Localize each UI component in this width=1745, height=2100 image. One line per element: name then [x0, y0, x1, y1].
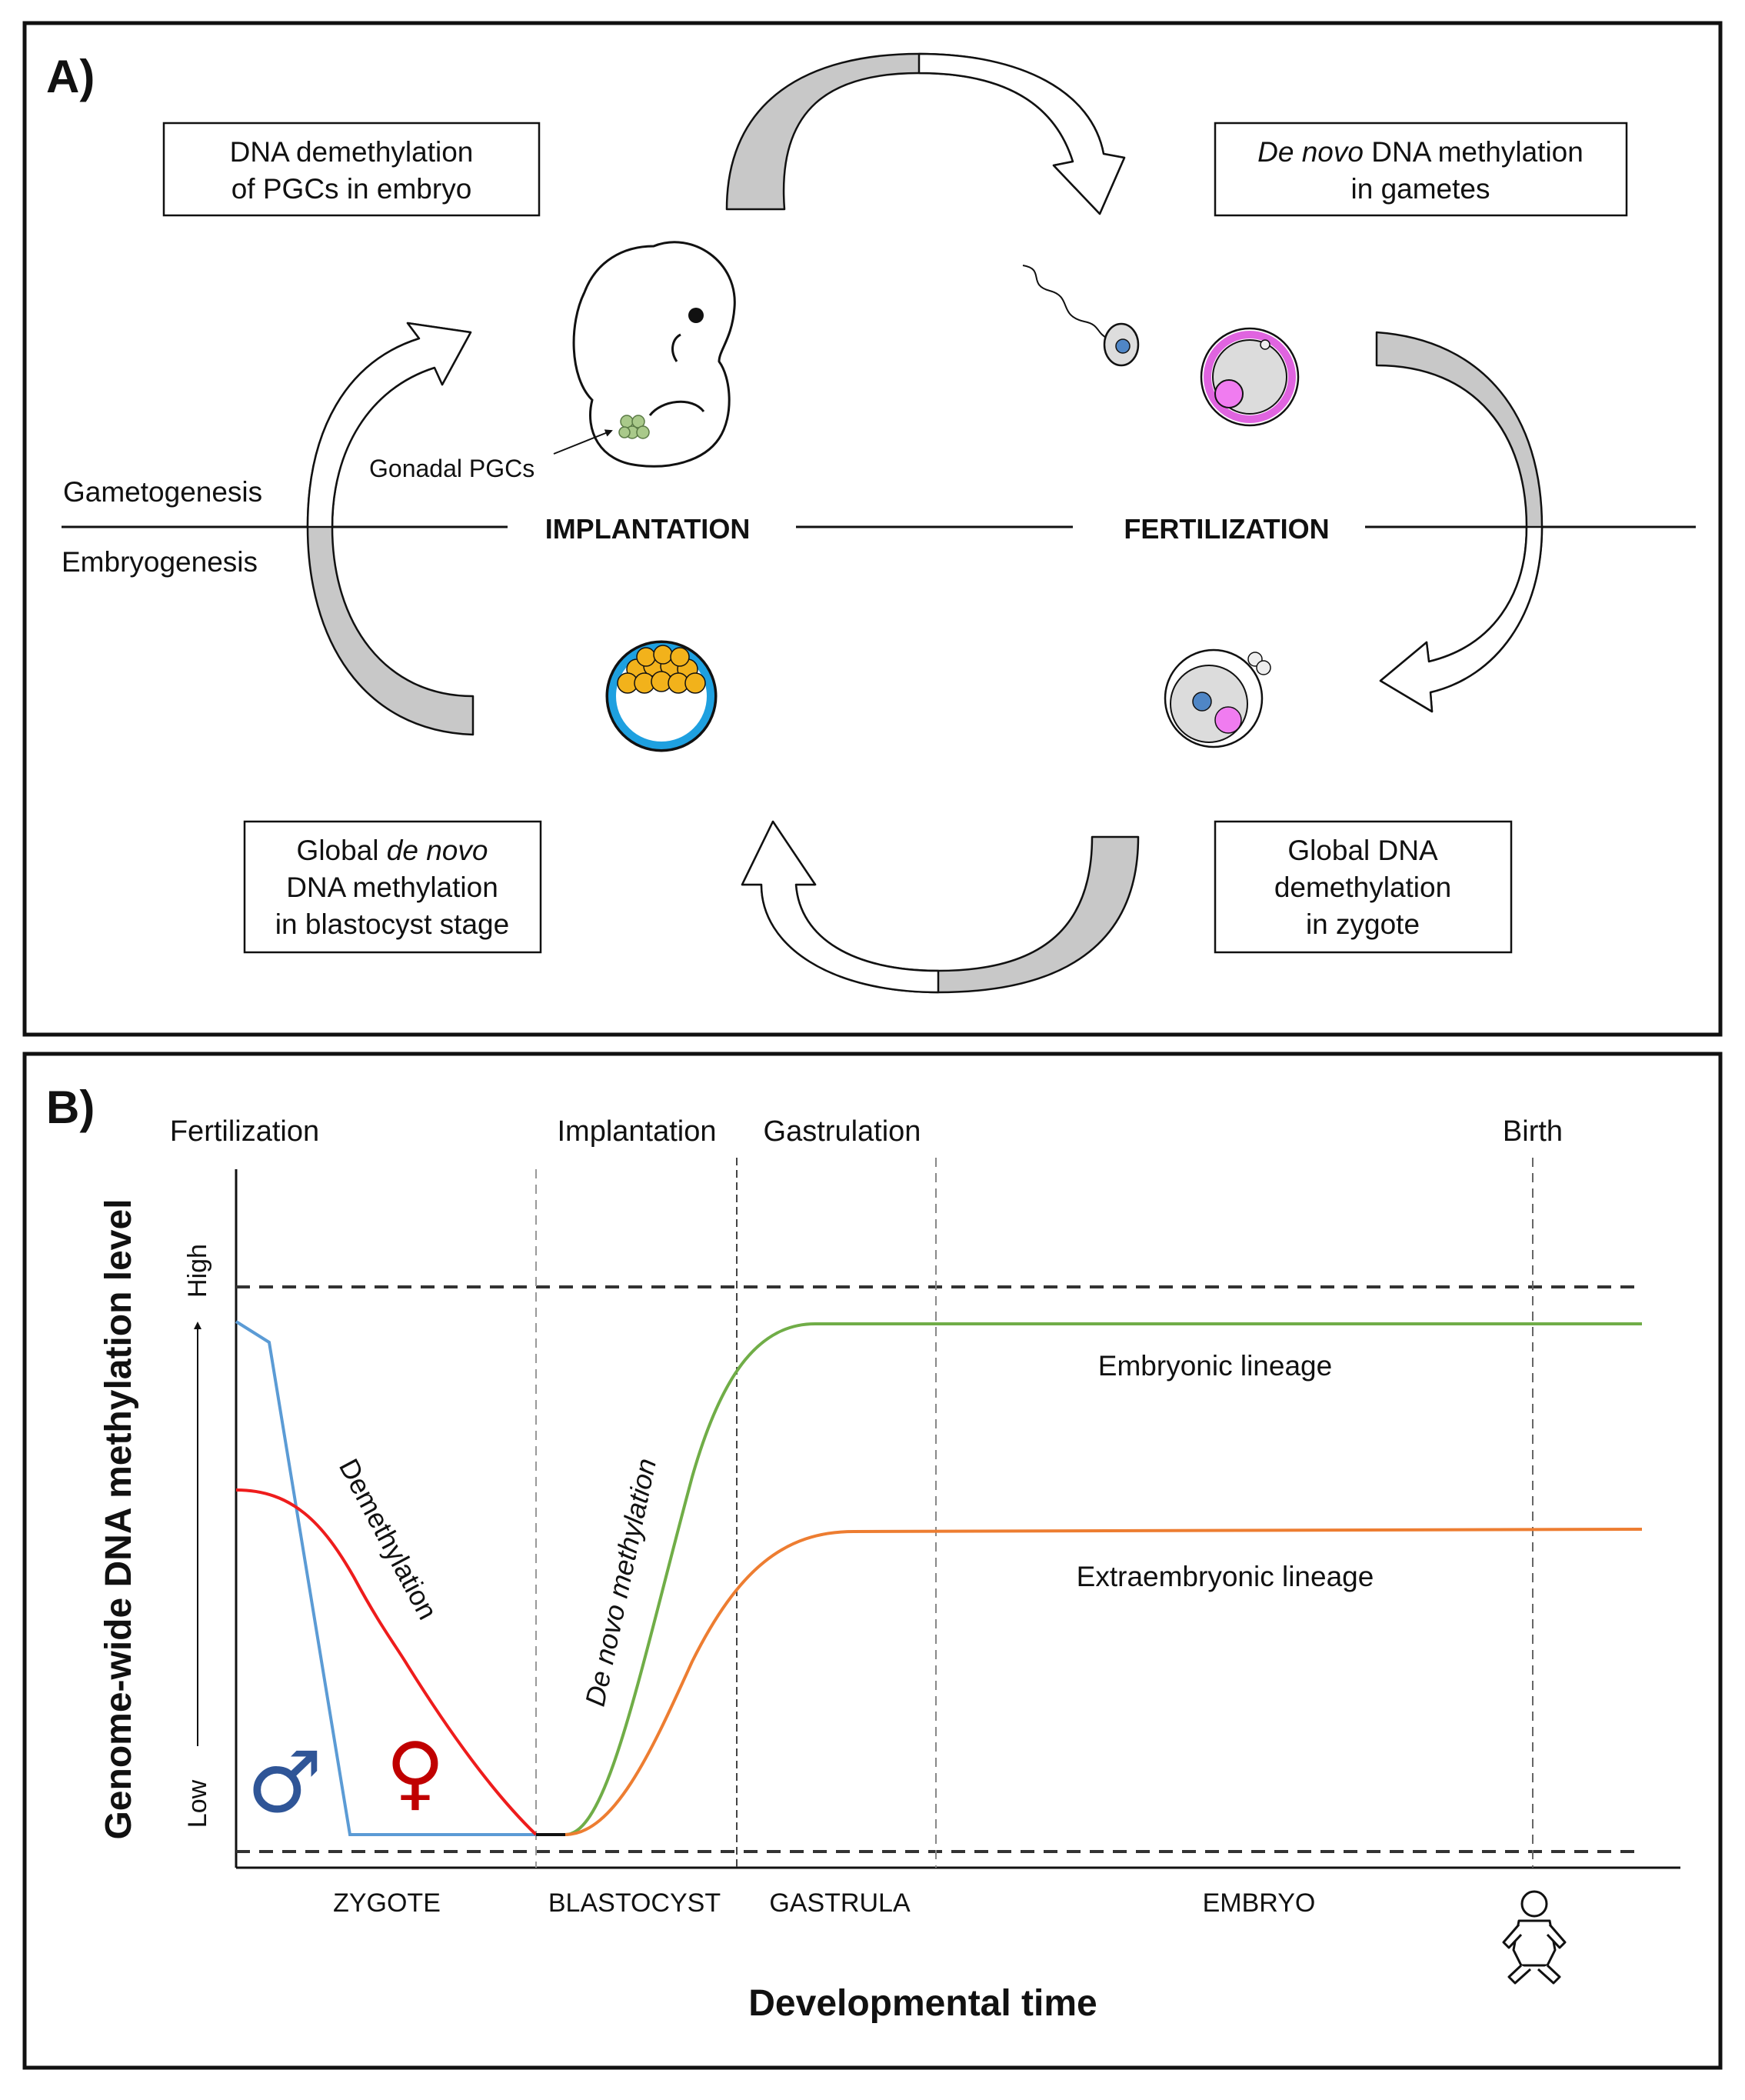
female-symbol: ♀ [386, 1725, 445, 1819]
box-pgc-demethylation-line1: DNA demethylation [230, 136, 474, 168]
gonadal-pgcs-pointer [553, 429, 613, 455]
arrow-left-white [306, 322, 472, 528]
baby-arm-right [1546, 1924, 1567, 1949]
male-demethylation-curve [235, 1320, 536, 1836]
fertilization-label: FERTILIZATION [1124, 513, 1329, 545]
box-gamete-methylation: De novo DNA methylation in gametes [1214, 122, 1628, 217]
box-gamete-methylation-line1: De novo DNA methylation [1257, 136, 1583, 168]
stage-gastrula: GASTRULA [769, 1888, 911, 1918]
event-gastrulation: Gastrulation [764, 1115, 921, 1148]
panel-b-frame [22, 1052, 1723, 2070]
zygote-icon [1164, 648, 1271, 748]
box-gamete-methylation-line1-rest: DNA methylation [1364, 136, 1583, 168]
box-blastocyst-methylation: Global de novo DNA methylation in blasto… [243, 820, 542, 954]
embryo-eye [688, 308, 704, 323]
arrow-right-white [1379, 525, 1544, 713]
female-demethylation-curve [235, 1488, 538, 1836]
embryonic-lineage-curve [564, 1322, 1642, 1836]
sperm-nucleus [1115, 338, 1131, 354]
stage-blastocyst: BLASTOCYST [548, 1888, 721, 1918]
embryo-limb-2 [671, 333, 681, 362]
box-zygote-demethylation-line2: demethylation [1274, 872, 1451, 903]
sperm-icon [1022, 265, 1140, 367]
stage-zygote: ZYGOTE [333, 1888, 441, 1918]
embryo-illustration [572, 241, 736, 468]
de-novo-methylation-label: De novo methylation [579, 1455, 662, 1709]
oocyte-nucleus [1214, 379, 1244, 408]
extraembryonic-lineage-label: Extraembryonic lineage [1077, 1561, 1374, 1592]
pgc-cluster [618, 415, 650, 439]
demethylation-label: Demethylation [333, 1454, 444, 1625]
arrow-top-white [917, 52, 1126, 215]
baby-arm-left [1502, 1924, 1523, 1949]
y-axis-high: High [183, 1244, 212, 1298]
cycle-arrows [306, 52, 1544, 994]
embryonic-lineage-label: Embryonic lineage [1098, 1350, 1332, 1382]
y-axis-title: Genome-wide DNA methylation level [98, 1198, 139, 1839]
event-implantation: Implantation [557, 1115, 716, 1148]
blastocyst-icon [605, 640, 718, 752]
de-novo-italic: De novo [1257, 136, 1364, 168]
extraembryonic-lineage-curve [564, 1528, 1643, 1836]
inner-cell-mass [617, 645, 706, 694]
oocyte-membrane [1204, 331, 1296, 423]
stage-embryo: EMBRYO [1203, 1888, 1316, 1918]
box-zygote-demethylation-line1: Global DNA [1287, 835, 1438, 866]
box-zygote-demethylation-line3: in zygote [1306, 908, 1420, 940]
box-pgc-demethylation: DNA demethylation of PGCs in embryo [162, 122, 541, 217]
baby-leg-right [1537, 1964, 1561, 1985]
box-blastocyst-methylation-line3: in blastocyst stage [275, 908, 509, 940]
global-word: Global [297, 835, 387, 866]
female-pronucleus [1214, 706, 1242, 734]
baby-body [1512, 1919, 1557, 1967]
box-blastocyst-methylation-line1: Global de novo [297, 835, 488, 866]
event-fertilization: Fertilization [170, 1115, 319, 1148]
box-zygote-demethylation-frame [1214, 820, 1513, 954]
box-zygote-demethylation: Global DNA demethylation in zygote [1214, 820, 1513, 954]
box-gamete-methylation-frame [1214, 122, 1628, 217]
male-symbol: ♂ [247, 1733, 323, 1832]
embryo-body [572, 241, 736, 468]
panel-a-frame [22, 21, 1723, 1037]
box-blastocyst-methylation-frame [243, 820, 542, 954]
x-axis-title: Developmental time [748, 1983, 1097, 2024]
implantation-label: IMPLANTATION [545, 513, 751, 545]
event-birth: Birth [1503, 1115, 1563, 1148]
sperm-tail [1022, 265, 1108, 339]
de-novo-italic-2: de novo [387, 835, 488, 866]
baby-head [1520, 1890, 1548, 1918]
panel-a-label: A) [46, 51, 95, 102]
baby-icon [1502, 1890, 1567, 1985]
gonadal-pgcs-label: Gonadal PGCs [369, 455, 534, 482]
male-pronucleus [1192, 692, 1212, 712]
box-pgc-demethylation-frame [162, 122, 541, 217]
arrow-bottom-white [741, 820, 940, 994]
baby-leg-left [1507, 1964, 1532, 1985]
panel-b-label: B) [46, 1082, 95, 1133]
embryogenesis-label: Embryogenesis [62, 546, 258, 578]
polar-body-2 [1256, 660, 1271, 675]
embryo-limb [648, 400, 705, 416]
oocyte-icon [1200, 327, 1300, 427]
box-pgc-demethylation-line2: of PGCs in embryo [231, 173, 472, 205]
y-axis-low: Low [183, 1779, 212, 1828]
box-blastocyst-methylation-line2: DNA methylation [286, 872, 498, 903]
panel-b: B) Fertilization Implantation Gastrulati… [22, 1052, 1723, 2070]
polar-body [1260, 339, 1270, 350]
gametogenesis-label: Gametogenesis [63, 476, 262, 508]
panel-a: A) Gametogenesis Embryogenesis IMPLANTAT… [22, 21, 1723, 1037]
box-gamete-methylation-line2: in gametes [1351, 173, 1490, 205]
